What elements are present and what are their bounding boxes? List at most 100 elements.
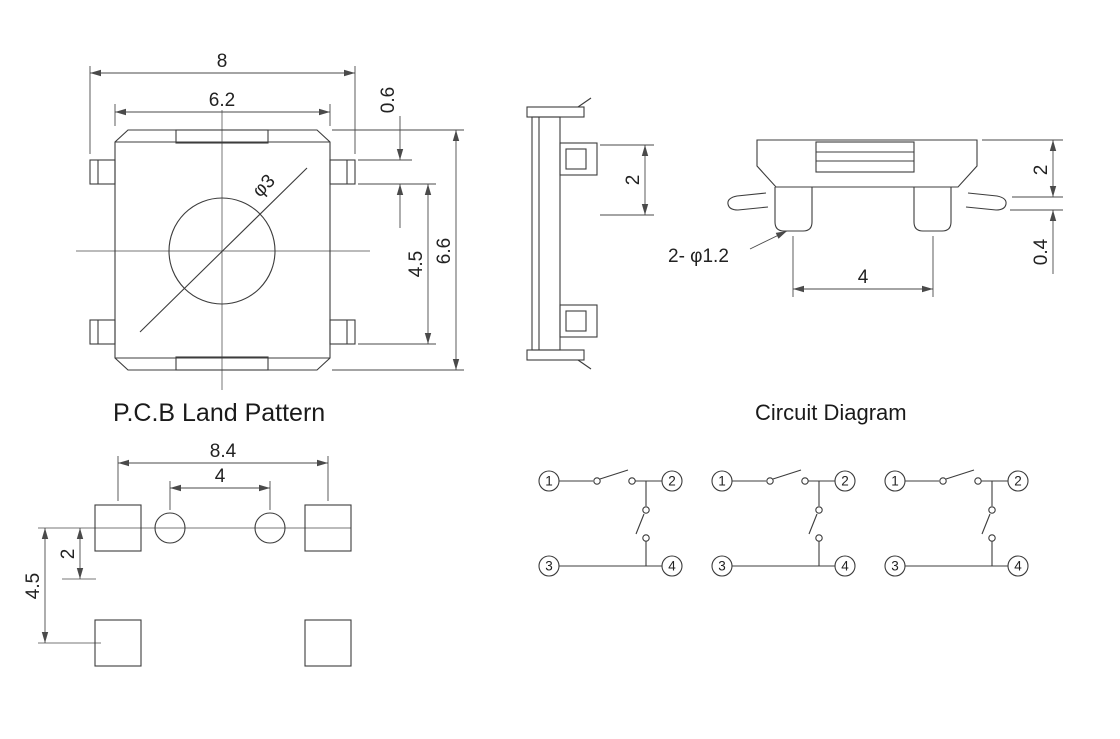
switch-contact bbox=[628, 477, 636, 485]
side-tab-top bbox=[559, 142, 598, 176]
dim-label-button-diameter: φ3 bbox=[249, 171, 280, 202]
dim-lead-pitch: 4.5 bbox=[358, 184, 436, 345]
dim-label-post-pitch: 4 bbox=[858, 267, 869, 288]
post-callout: 2- φ1.2 bbox=[668, 230, 788, 267]
dim-lead-width: 0.6 bbox=[358, 87, 436, 228]
dim-label-lead-pitch: 4.5 bbox=[406, 251, 427, 277]
pad-top-left bbox=[94, 504, 142, 552]
side-bottom-cap bbox=[526, 349, 585, 361]
switch-contact bbox=[815, 506, 823, 514]
switch-body-outline bbox=[114, 129, 331, 371]
pin1-label: 1 bbox=[891, 474, 899, 489]
button-circle bbox=[168, 197, 276, 305]
circuit-diagram-title: Circuit Diagram bbox=[755, 400, 907, 425]
dim-label-side-height: 2 bbox=[623, 175, 644, 186]
lead-bottom-left bbox=[89, 319, 116, 345]
pin2-label: 2 bbox=[668, 474, 676, 489]
pin4-label: 4 bbox=[841, 559, 849, 574]
dim-body-height: 6.6 bbox=[332, 129, 464, 371]
switch-contact bbox=[801, 477, 809, 485]
dim-lead-thickness: 0.4 bbox=[1010, 209, 1063, 274]
switch-lever bbox=[808, 513, 818, 535]
switch-contact bbox=[642, 506, 650, 514]
pin1-label: 1 bbox=[718, 474, 726, 489]
front-view: 4 2- φ1.2 2 0.4 bbox=[668, 139, 1063, 297]
pin3-label: 3 bbox=[718, 559, 726, 574]
top-view: φ3 8 6.2 0.6 4.5 bbox=[76, 51, 464, 390]
circuit-diagram: Circuit Diagram 1 2 3 4 1 2 bbox=[538, 400, 1029, 577]
post-right bbox=[913, 187, 952, 232]
gull-lead-left bbox=[727, 192, 769, 211]
lead-bottom-right bbox=[329, 319, 356, 345]
pin4-label: 4 bbox=[1014, 559, 1022, 574]
switch-contact bbox=[988, 506, 996, 514]
dim-label-body-height: 6.6 bbox=[434, 238, 455, 264]
hole-right bbox=[254, 512, 286, 544]
dim-label-total-width: 8 bbox=[217, 51, 228, 72]
side-tab-bottom-inner bbox=[565, 310, 587, 332]
side-view: 2 bbox=[526, 97, 654, 370]
post-left bbox=[774, 187, 813, 232]
dim-front-height: 2 bbox=[982, 139, 1063, 198]
pad-top-right bbox=[304, 504, 352, 552]
pcb-land-pattern-title: P.C.B Land Pattern bbox=[113, 399, 325, 427]
side-tab-top-inner bbox=[565, 148, 587, 170]
pad-bottom-right bbox=[304, 619, 352, 667]
dim-pattern-width: 8.4 bbox=[117, 441, 329, 501]
dim-offset: 2 bbox=[58, 528, 84, 579]
side-body bbox=[531, 116, 561, 351]
front-stem-plate bbox=[815, 141, 915, 173]
switch-contact bbox=[766, 477, 774, 485]
circuit-1: 1 2 3 4 bbox=[538, 469, 683, 577]
leader-line bbox=[749, 230, 788, 250]
dim-row-pitch: 4.5 bbox=[23, 528, 49, 643]
diameter-leader-line bbox=[139, 167, 308, 333]
dim-label-row-pitch: 4.5 bbox=[23, 573, 44, 599]
dim-label-offset: 2 bbox=[58, 549, 79, 560]
pin4-label: 4 bbox=[668, 559, 676, 574]
side-top-cap bbox=[526, 106, 585, 118]
switch-lever bbox=[981, 513, 991, 535]
pin3-label: 3 bbox=[545, 559, 553, 574]
dim-post-pitch: 4 bbox=[792, 236, 934, 297]
front-body-outline bbox=[756, 139, 978, 188]
dim-label-lead-thickness: 0.4 bbox=[1031, 238, 1052, 265]
dim-body-width: 6.2 bbox=[114, 90, 331, 126]
dim-label-body-width: 6.2 bbox=[209, 90, 235, 111]
cover-tab-top bbox=[175, 129, 269, 144]
cover-tab-bottom bbox=[175, 356, 269, 371]
dim-label-lead-width: 0.6 bbox=[378, 87, 399, 113]
hole-left bbox=[154, 512, 186, 544]
dim-label-hole-pitch: 4 bbox=[215, 466, 226, 487]
pin2-label: 2 bbox=[1014, 474, 1022, 489]
switch-contact bbox=[988, 534, 996, 542]
gull-lead-right bbox=[965, 192, 1007, 211]
dim-hole-pitch: 4 bbox=[169, 466, 271, 510]
pin1-label: 1 bbox=[545, 474, 553, 489]
lead-top-right bbox=[329, 159, 356, 185]
side-tab-bottom bbox=[559, 304, 598, 338]
switch-lever bbox=[635, 513, 645, 535]
pin3-label: 3 bbox=[891, 559, 899, 574]
switch-contact bbox=[642, 534, 650, 542]
lead-top-left bbox=[89, 159, 116, 185]
switch-contact bbox=[939, 477, 947, 485]
circuit-3: 1 2 3 4 bbox=[884, 469, 1029, 577]
circuit-2: 1 2 3 4 bbox=[711, 469, 856, 577]
switch-contact bbox=[815, 534, 823, 542]
switch-contact bbox=[593, 477, 601, 485]
switch-lever bbox=[945, 469, 975, 480]
dim-total-width: 8 bbox=[89, 51, 356, 154]
dim-label-front-height: 2 bbox=[1031, 165, 1052, 176]
switch-contact bbox=[974, 477, 982, 485]
side-bottom-hook bbox=[577, 359, 592, 370]
side-top-hook bbox=[577, 97, 592, 108]
pin2-label: 2 bbox=[841, 474, 849, 489]
dim-side-height: 2 bbox=[600, 144, 654, 216]
switch-lever bbox=[772, 469, 802, 480]
pad-bottom-left bbox=[94, 619, 142, 667]
label-post-holes: 2- φ1.2 bbox=[668, 246, 729, 267]
switch-lever bbox=[599, 469, 629, 480]
